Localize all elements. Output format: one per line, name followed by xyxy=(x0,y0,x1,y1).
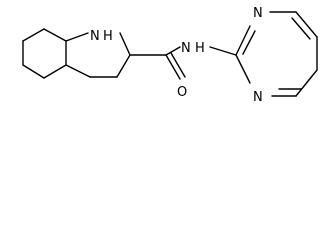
bond xyxy=(116,54,131,78)
bond xyxy=(165,46,181,56)
bond xyxy=(235,54,251,84)
bond xyxy=(43,64,67,79)
atom-label-indoline-h: H xyxy=(103,29,113,44)
bond xyxy=(291,17,311,40)
bond xyxy=(295,69,318,97)
bond xyxy=(65,32,89,42)
bond xyxy=(119,32,131,56)
molecule-structure: N H N H O N N xyxy=(22,6,318,105)
atom-label-carbonyl-o: O xyxy=(177,85,187,100)
bond xyxy=(170,52,186,78)
atom-label-pyrimidine-n-upper: N xyxy=(253,6,263,21)
atom-label-amide-n: N xyxy=(181,41,191,56)
pyrimidine-ring xyxy=(235,11,318,97)
atom-label-pyrimidine-n-lower: N xyxy=(253,90,263,105)
bond xyxy=(22,28,45,42)
carboxamide-group xyxy=(129,46,237,80)
bond xyxy=(209,46,237,56)
bond xyxy=(65,64,91,78)
bond xyxy=(22,64,45,79)
bond xyxy=(165,54,181,80)
bond xyxy=(43,28,67,42)
pyrrolidine-ring xyxy=(65,32,131,78)
bond xyxy=(235,25,251,56)
atom-label-indoline-n: N xyxy=(90,29,100,44)
cyclohexane-ring xyxy=(22,28,67,79)
bond xyxy=(295,11,318,38)
atom-label-amide-h: H xyxy=(195,41,205,56)
bond xyxy=(242,30,256,55)
